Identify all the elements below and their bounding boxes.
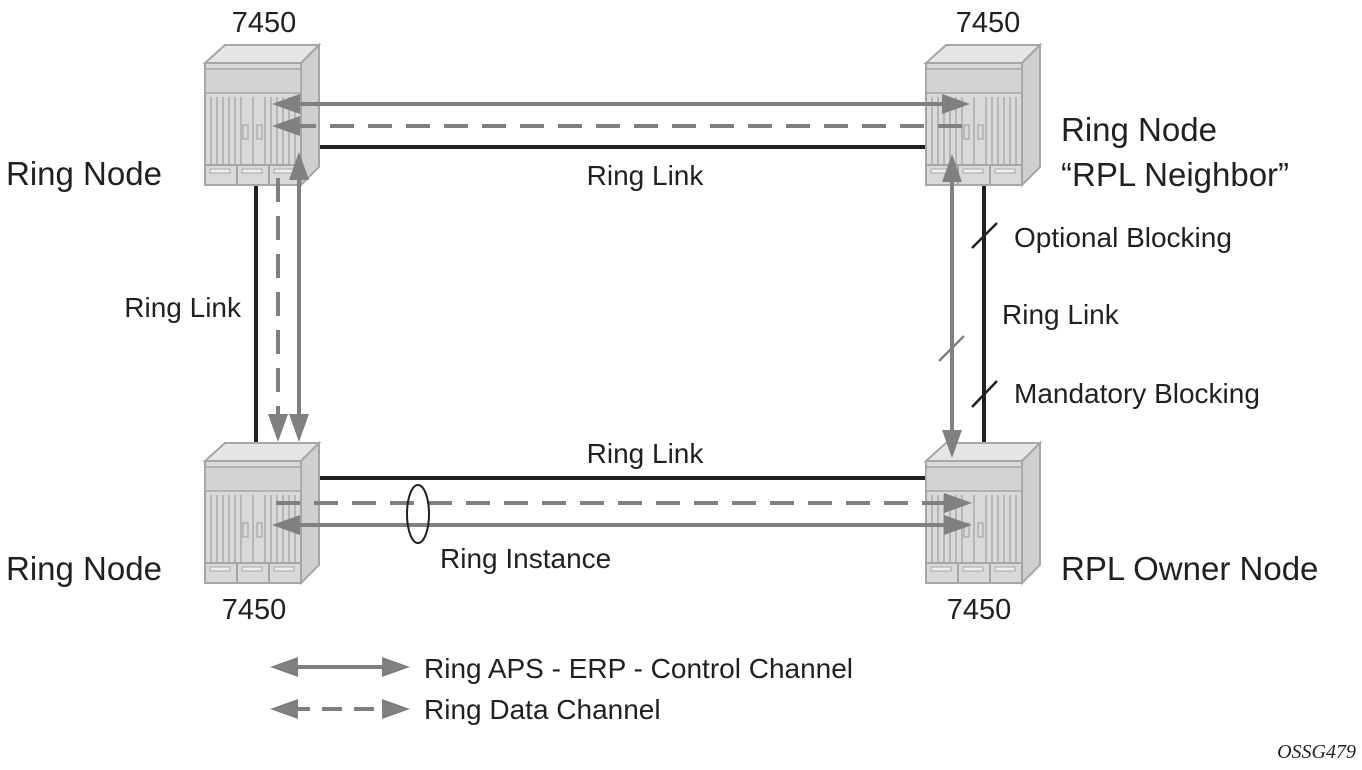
arrowhead-icon xyxy=(942,154,962,182)
ring-instance-ellipse xyxy=(406,484,430,544)
arrowhead-icon xyxy=(270,657,298,677)
legend-data-channel-label: Ring Data Channel xyxy=(424,694,661,725)
role-label-top-right-line1: Ring Node xyxy=(1061,111,1217,148)
arrowhead-icon xyxy=(289,152,309,180)
ring-instance-label: Ring Instance xyxy=(440,543,611,574)
chassis-top-right[interactable] xyxy=(925,44,1041,186)
model-label-top-right: 7450 xyxy=(956,7,1021,39)
chassis-bottom-right[interactable] xyxy=(925,442,1041,584)
ring-link-bottom-label: Ring Link xyxy=(587,438,705,469)
legend-item-data-channel: Ring Data Channel xyxy=(270,694,661,725)
role-label-top-right-line2: “RPL Neighbor” xyxy=(1061,156,1289,193)
role-label-top-left: Ring Node xyxy=(6,155,162,192)
optional-blocking-mark xyxy=(971,222,998,249)
ring-links xyxy=(254,145,986,480)
ring-link-top-label: Ring Link xyxy=(587,160,705,191)
arrowhead-icon xyxy=(272,515,300,535)
arrowhead-icon xyxy=(382,657,410,677)
role-label-bottom-right: RPL Owner Node xyxy=(1061,550,1318,587)
optional-blocking-label: Optional Blocking xyxy=(1014,222,1232,253)
ring-link-right-label: Ring Link xyxy=(1002,299,1120,330)
legend-control-channel-label: Ring APS - ERP - Control Channel xyxy=(424,653,853,684)
figure-id: OSSG479 xyxy=(1277,741,1356,763)
arrowhead-icon xyxy=(272,94,300,114)
model-label-top-left: 7450 xyxy=(232,7,297,39)
model-label-bottom-left: 7450 xyxy=(222,594,287,626)
arrowhead-icon xyxy=(944,515,972,535)
chassis-bottom-left[interactable] xyxy=(204,442,320,584)
rpl-owner-blocking-mark xyxy=(938,335,965,362)
role-label-bottom-left: Ring Node xyxy=(6,550,162,587)
arrowhead-icon xyxy=(270,699,298,719)
arrowheads xyxy=(268,94,972,535)
arrowhead-icon xyxy=(942,94,970,114)
legend-item-control-channel: Ring APS - ERP - Control Channel xyxy=(270,653,853,684)
arrowhead-icon xyxy=(289,414,309,442)
mandatory-blocking-mark xyxy=(971,380,998,408)
ring-link-left-label: Ring Link xyxy=(124,292,242,323)
blocking-marks xyxy=(938,222,998,408)
arrowhead-icon xyxy=(268,414,288,442)
mandatory-blocking-label: Mandatory Blocking xyxy=(1014,378,1260,409)
arrowhead-icon xyxy=(942,430,962,458)
arrowhead-icon xyxy=(272,116,300,136)
channels xyxy=(276,102,966,527)
legend: Ring APS - ERP - Control Channel Ring Da… xyxy=(270,653,853,725)
arrowhead-icon xyxy=(944,493,972,513)
arrowhead-icon xyxy=(382,699,410,719)
model-label-bottom-right: 7450 xyxy=(947,594,1012,626)
